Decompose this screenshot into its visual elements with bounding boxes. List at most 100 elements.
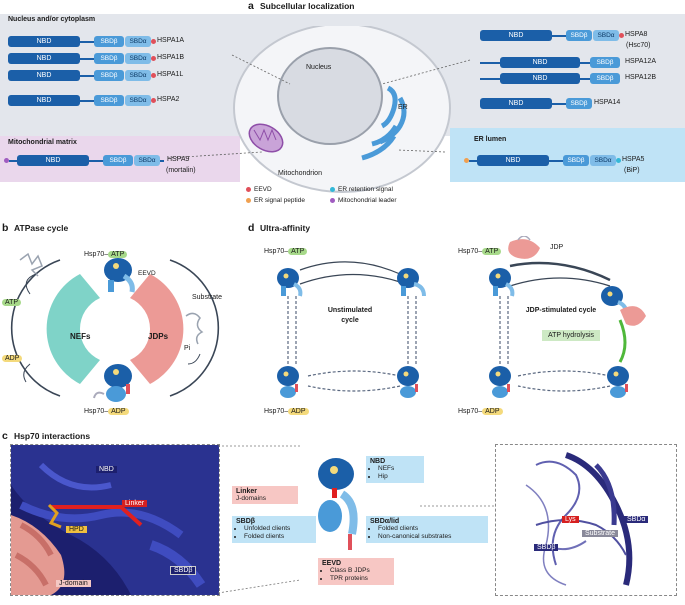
callout-eevd-item: TPR proteins [330,575,390,583]
nbd-domain: NBD [8,36,80,47]
protein-d-br [397,366,419,398]
structure-jdomain-label: J-domain [56,580,91,587]
mitochondrion-shape [248,123,284,153]
protein-d-bl [277,366,299,398]
panel-letter-b: b [2,222,9,234]
nbd-domain: NBD [500,73,580,84]
callout-sbdb-title: SBDβ [236,518,256,525]
sbdb-domain: SBDβ [94,36,124,47]
hsp70-schematic [318,458,358,550]
callout-linker-title: Linker [236,488,258,495]
jdp-label: JDP [550,244,564,251]
nucleus-shape [277,47,383,145]
panel-letter-a: a [248,0,254,12]
nbd-domain: NBD [500,57,580,68]
panel-c: c Hsp70 interactions NBD Linker HPD J-do… [0,430,685,605]
eevd-label: EEVD [138,270,156,277]
jdps-label: JDPs [148,332,169,341]
hsp70-adp-label: Hsp70–ADP [84,408,129,415]
protein-alias-hsc70: (Hsc70) [626,42,651,49]
d-hsp70-adp-left: Hsp70–ADP [264,408,309,415]
protein-name: HSPA5 [622,156,645,163]
protein-name: HSPA1L [157,71,184,78]
legend-item-mito-leader: Mitochondrial leader [330,197,397,204]
panel-c-connectors [217,445,495,594]
sbdb-domain: SBDβ [590,73,620,84]
sbdb-domain: SBDβ [94,95,124,106]
callout-linker: Linker J-domains [232,486,298,504]
ultra-affinity-diagram [277,236,646,398]
protein-row-hspa1a: NBD SBDβ SBDα HSPA1A [8,36,238,48]
panel-b: b ATPase cycle Hsp70–ATP [0,222,240,422]
protein-row-hspa8: NBD SBDβ SBDα HSPA8 [480,30,680,42]
nbd-domain: NBD [17,155,89,166]
cell-diagram [233,26,451,193]
d-hsp70-atp-left: Hsp70–ATP [264,248,308,255]
callout-eevd: EEVD Class B JDPs TPR proteins [318,558,394,585]
unstim-cycle-label: Unstimulated cycle [327,307,373,324]
jdp-protein [508,236,540,259]
sbda-domain: SBDα [590,155,616,166]
hsp70-atp-label: Hsp70–ATP [84,251,128,258]
panel-d: d Ultra-affinity Hsp70–ATP Unstimulated … [248,222,685,422]
legend-item-er-signal: ER signal peptide [246,197,305,204]
panel-c-title: Hsp70 interactions [14,431,91,441]
sbda-domain: SBDα [593,30,619,41]
protein-d2-br [607,366,629,398]
protein-name: HSPA12B [625,74,656,81]
protein-d2-tl [489,268,515,297]
sbdb-domain: SBDβ [94,53,124,64]
jdp-stim-cycle-label: JDP-stimulated cycle [525,307,597,314]
eevd-dot [619,33,624,38]
protein-name: HSPA12A [625,58,656,65]
callout-sbdb-item: Folded clients [244,533,312,541]
sbdb-domain: SBDβ [103,155,133,166]
structure-lys-label: Lys [562,516,579,523]
callout-eevd-title: EEVD [322,560,342,567]
sbdb-domain: SBDβ [566,30,592,41]
nbd-domain: NBD [8,95,80,106]
structure-sbdb-right-label: SBDβ [534,544,559,551]
protein-row-hspa12b: NBD SBDβ HSPA12B [480,73,680,85]
mito-leader-dot [4,158,9,163]
nbd-domain: NBD [8,70,80,81]
callout-linker-sub: J-domains [236,495,266,502]
atpase-cycle-diagram [10,252,220,402]
structure-linker-label: Linker [122,500,148,507]
protein-alias-mortalin: (mortalin) [166,167,196,174]
callout-nbd: NBD NEFs Hip [366,456,424,483]
callout-sbda-title: SBDα/lid [370,518,400,525]
adp-label-left: ADP [2,355,23,362]
er-lumen-label: ER lumen [474,136,507,143]
d-hsp70-atp-right: Hsp70–ATP [458,248,502,255]
protein-name: HSPA14 [594,99,621,106]
protein-name: HSPA8 [625,31,648,38]
substrate-scribble-right [185,312,204,345]
hsp70-adp-protein [93,364,132,402]
callout-sbda-item: Non-canonical substrates [378,533,484,541]
callout-sbdb: SBDβ Unfolded clients Folded clients [232,516,316,543]
d-hsp70-adp-right: Hsp70–ADP [458,408,503,415]
sbdb-domain: SBDβ [94,70,124,81]
panel-d-title: Ultra-affinity [260,223,311,233]
jdps-wedge [130,274,184,384]
structure-substrate-label: Substrate [582,530,618,537]
nbd-domain: NBD [477,155,549,166]
nucleus-label: Nucleus [306,64,332,71]
callout-sbda-item: Folded clients [378,525,484,533]
protein-d2-tr [601,286,646,326]
nbd-domain: NBD [480,30,552,41]
mitochondrion-label: Mitochondrion [278,170,322,177]
sbda-domain: SBDα [134,155,160,166]
panel-b-title: ATPase cycle [14,223,69,233]
callout-sbda: SBDα/lid Folded clients Non-canonical su… [366,516,488,543]
sbd-substrate-structure [495,444,677,596]
sbda-domain: SBDα [125,53,151,64]
nefs-wedge [46,274,100,384]
panel-a: a Subcellular localization Nucleus and/o… [0,0,685,204]
atp-label-left: ATP [2,299,22,306]
protein-row-hspa9: NBD SBDβ SBDα HSPA9 [4,155,234,167]
callout-sbdb-item: Unfolded clients [244,525,312,533]
panel-a-title: Subcellular localization [260,1,355,11]
nucleus-cytoplasm-label: Nucleus and/or cytoplasm [8,16,96,23]
